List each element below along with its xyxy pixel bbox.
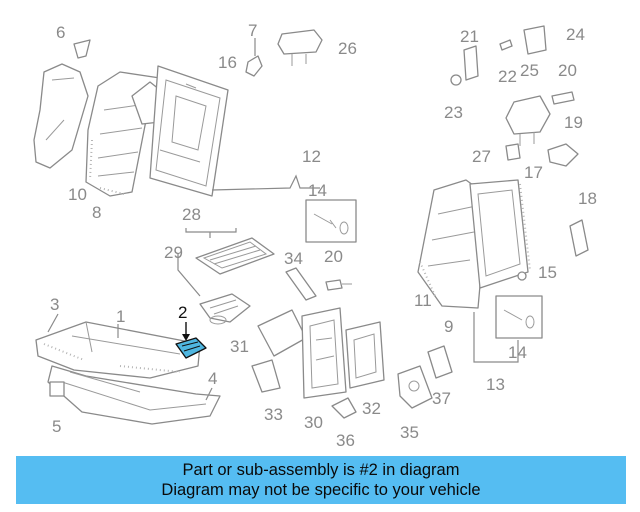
- seat-cushion-part-1: [35, 321, 201, 379]
- pad-part-31: [257, 309, 307, 357]
- fastener-kit-part-14-right: [495, 295, 543, 339]
- callout-13: 13: [486, 375, 505, 394]
- callout-12: 12: [302, 147, 321, 166]
- seat-back-frame-part-16: [149, 65, 229, 197]
- hinge-part-19: [547, 143, 579, 167]
- callout-6: 6: [56, 23, 65, 42]
- callout-4: 4: [208, 369, 217, 388]
- callout-27: 27: [472, 147, 491, 166]
- callout-32: 32: [362, 399, 381, 418]
- callout-20a: 20: [324, 247, 343, 266]
- callout-23: 23: [444, 103, 463, 122]
- callout-26: 26: [338, 39, 357, 58]
- info-banner: Part or sub-assembly is #2 in diagram Di…: [16, 456, 626, 504]
- guide-part-20-right: [551, 91, 575, 105]
- bracket-part-21: [463, 45, 479, 81]
- bracket-part-35: [397, 365, 433, 409]
- parts-diagram: 1234567891011121314141516171819202021222…: [33, 21, 597, 450]
- callout-25: 25: [520, 61, 539, 80]
- callout-35: 35: [400, 423, 419, 442]
- callout-5: 5: [52, 417, 61, 436]
- trim-part-33: [251, 359, 281, 393]
- callout-31: 31: [230, 337, 249, 356]
- callout-10: 10: [68, 185, 87, 204]
- callout-37: 37: [432, 389, 451, 408]
- panel-part-32: [345, 321, 385, 389]
- cover-part-24: [523, 25, 547, 55]
- bolt-part-20-left: [325, 279, 352, 291]
- callout-34: 34: [284, 249, 303, 268]
- headrest-part-26: [277, 29, 323, 66]
- rail-part-34: [285, 267, 317, 301]
- nut-part-23: [450, 74, 462, 86]
- side-bolster-part-6: [33, 39, 91, 169]
- clip-part-15: [517, 271, 527, 281]
- fastener-kit-part-14-left: [305, 199, 357, 243]
- callout-14b: 14: [508, 343, 527, 362]
- callout-22: 22: [498, 67, 517, 86]
- callout-7: 7: [248, 21, 257, 40]
- callout-29: 29: [164, 243, 183, 262]
- callout-36: 36: [336, 431, 355, 450]
- callout-1: 1: [116, 307, 125, 326]
- banner-line-2: Diagram may not be specific to your vehi…: [161, 481, 481, 499]
- clip-part-7: [245, 38, 263, 77]
- latch-part-27: [505, 143, 521, 161]
- cup-holder-part-29b: [199, 293, 251, 325]
- callout-11: 11: [414, 291, 432, 310]
- callout-8: 8: [92, 203, 101, 222]
- cover-part-37: [427, 345, 453, 379]
- callout-18: 18: [578, 189, 597, 208]
- seat-back-part-9: [417, 179, 489, 309]
- armrest-part-29: [195, 237, 275, 275]
- headrest-part-25: [505, 95, 551, 146]
- callout-19: 19: [564, 113, 583, 132]
- callout-33: 33: [264, 405, 283, 424]
- bracket-part-18: [569, 219, 589, 257]
- clip-part-5: [49, 381, 65, 397]
- callout-15: 15: [538, 263, 557, 282]
- callout-16: 16: [218, 53, 237, 72]
- bolt-part-22: [499, 39, 513, 51]
- callout-28: 28: [182, 205, 201, 224]
- seat-back-frame-part-17: [469, 179, 531, 289]
- callout-24: 24: [566, 25, 585, 44]
- armrest-frame-part-30: [301, 307, 347, 399]
- banner-line-1: Part or sub-assembly is #2 in diagram: [182, 461, 460, 479]
- callout-3: 3: [50, 295, 59, 314]
- callout-30: 30: [304, 413, 323, 432]
- callout-14a: 14: [308, 181, 327, 200]
- highlighted-part-2: [175, 322, 207, 359]
- callout-20b: 20: [558, 61, 577, 80]
- cover-part-36: [331, 397, 357, 419]
- callout-17: 17: [524, 163, 543, 182]
- callout-9: 9: [444, 317, 453, 336]
- callout-21: 21: [460, 27, 479, 46]
- callout-2: 2: [178, 303, 187, 322]
